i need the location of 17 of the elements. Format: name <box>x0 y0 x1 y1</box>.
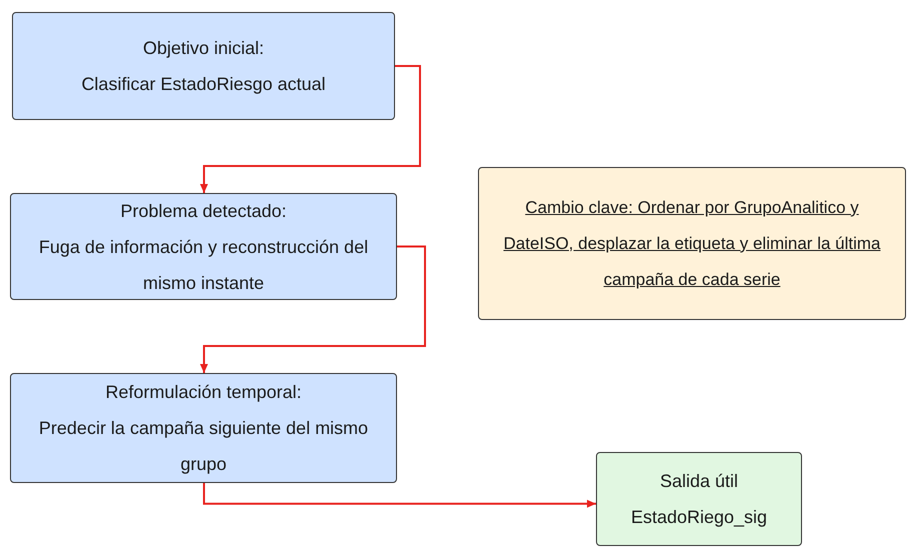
box-heading: Salida útil <box>660 470 738 493</box>
box-text: Predecir la campaña siguiente del mismo grupo <box>38 417 370 476</box>
box-heading: Problema detectado: <box>120 200 287 222</box>
box-text: Fuga de información y reconstrucción del mismo instante <box>38 236 370 294</box>
box-heading: Reformulación temporal: <box>105 381 302 404</box>
box-text: EstadoRiego_sig <box>630 506 768 529</box>
process-box <box>12 12 395 120</box>
process-box <box>10 193 397 300</box>
connector-arrow <box>200 246 426 373</box>
connector-arrow <box>200 65 421 193</box>
box-text: Clasificar EstadoRiesgo actual <box>81 73 326 96</box>
box-text: Cambio clave: Ordenar por GrupoAnalitico y DateISO, desplazar la etiqueta y eliminar la última campaña de cada serie <box>502 196 882 290</box>
box-heading: Objetivo inicial: <box>142 37 264 60</box>
process-box <box>596 452 802 546</box>
note-box <box>478 167 906 320</box>
connector-arrow <box>203 483 596 508</box>
process-box <box>10 373 397 483</box>
